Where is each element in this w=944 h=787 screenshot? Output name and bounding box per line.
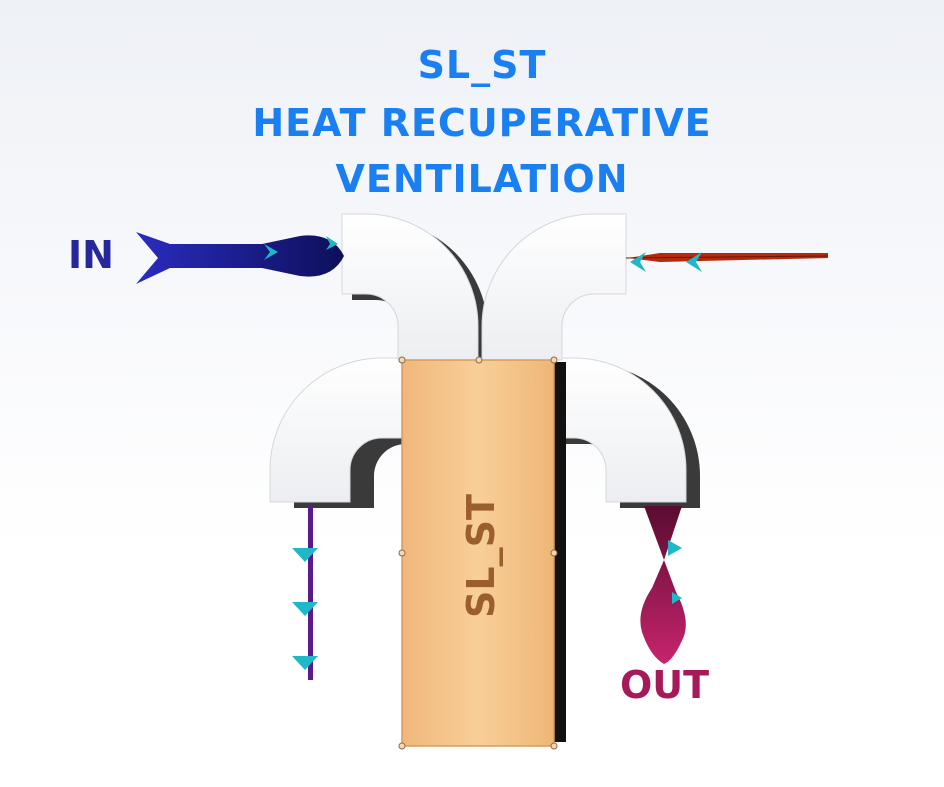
title-line-3: VENTILATION <box>335 157 628 201</box>
diagram-title: SL_ST HEAT RECUPERATIVE VENTILATION <box>252 43 711 201</box>
duct-elbow-top-left <box>341 213 488 364</box>
heat-exchanger-core: SL_ST <box>398 356 566 750</box>
flow-marker-in-2 <box>326 236 338 250</box>
flow-marker-supply-3 <box>292 656 318 670</box>
title-line-1: SL_ST <box>418 43 547 87</box>
exhaust-out-arrow: OUT <box>620 506 709 707</box>
duct-elbow-bottom-left <box>269 357 424 508</box>
flow-marker-in-1 <box>264 244 278 260</box>
core-label: SL_ST <box>459 494 503 618</box>
in-label: IN <box>68 233 114 277</box>
flow-marker-exhaust-2 <box>686 252 702 272</box>
duct-elbow-top-right <box>481 213 627 361</box>
fresh-air-in-arrow: IN <box>68 232 344 284</box>
flow-marker-out-2 <box>672 592 682 604</box>
flow-marker-supply-2 <box>292 602 318 616</box>
duct-elbow-bottom-right <box>551 357 700 508</box>
exhaust-air-in-line <box>625 252 829 272</box>
supply-air-out-line <box>292 506 318 680</box>
flow-marker-exhaust-1 <box>630 252 646 272</box>
title-line-2: HEAT RECUPERATIVE <box>252 101 711 145</box>
out-label: OUT <box>620 663 709 707</box>
flow-marker-out-1 <box>668 540 682 556</box>
flow-marker-supply-1 <box>292 548 318 562</box>
